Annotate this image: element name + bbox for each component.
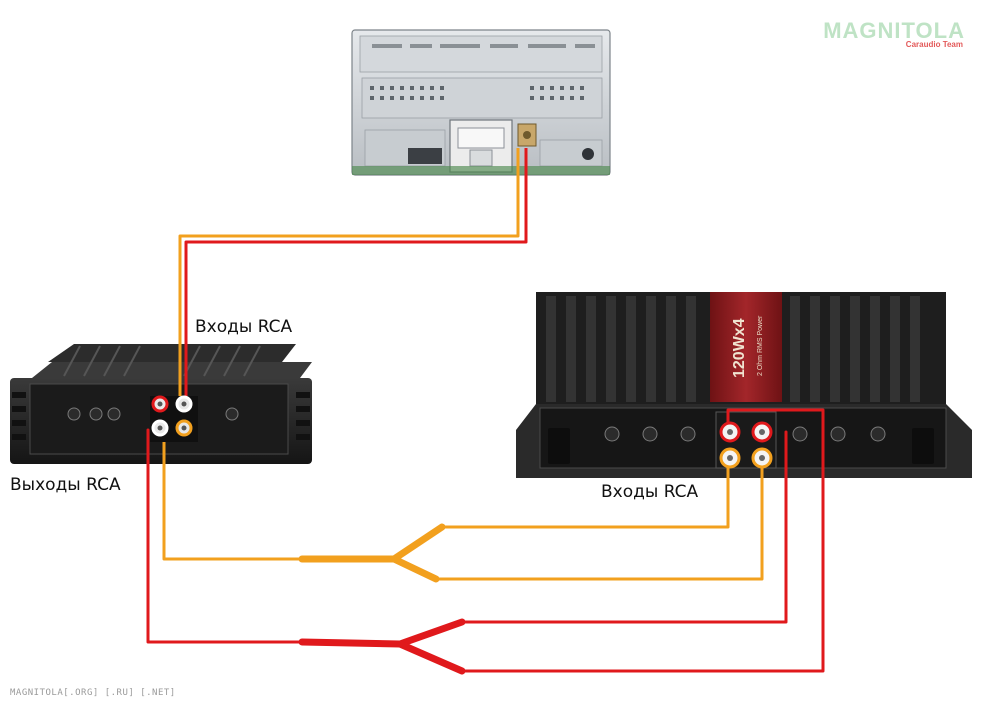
watermark-footer: MAGNITOLA[.ORG] [.RU] [.NET]: [10, 688, 176, 698]
amplifier-4ch: 120Wx4 2 Ohm RMS Power: [516, 292, 972, 478]
label-inputs-lower: Входы RCA: [601, 482, 699, 502]
cable-red-headunit: [184, 148, 528, 402]
cable-red-to-4ch: [146, 408, 825, 675]
rca-jacks-2ch: [150, 395, 198, 442]
amp-badge-subtext: 2 Ohm RMS Power: [757, 315, 764, 376]
amp-badge-text: 120Wx4: [731, 318, 748, 378]
cable-orange-headunit: [178, 148, 520, 402]
label-outputs: Выходы RCA: [10, 475, 121, 495]
watermark-logo: MAGNITOLA: [823, 18, 965, 43]
cable-orange-to-4ch: [162, 428, 764, 583]
watermark-subtitle: Caraudio Team: [905, 40, 963, 49]
rca-jacks-4ch: [719, 421, 773, 469]
label-inputs-upper: Входы RCA: [195, 317, 293, 337]
head-unit: [351, 29, 611, 176]
